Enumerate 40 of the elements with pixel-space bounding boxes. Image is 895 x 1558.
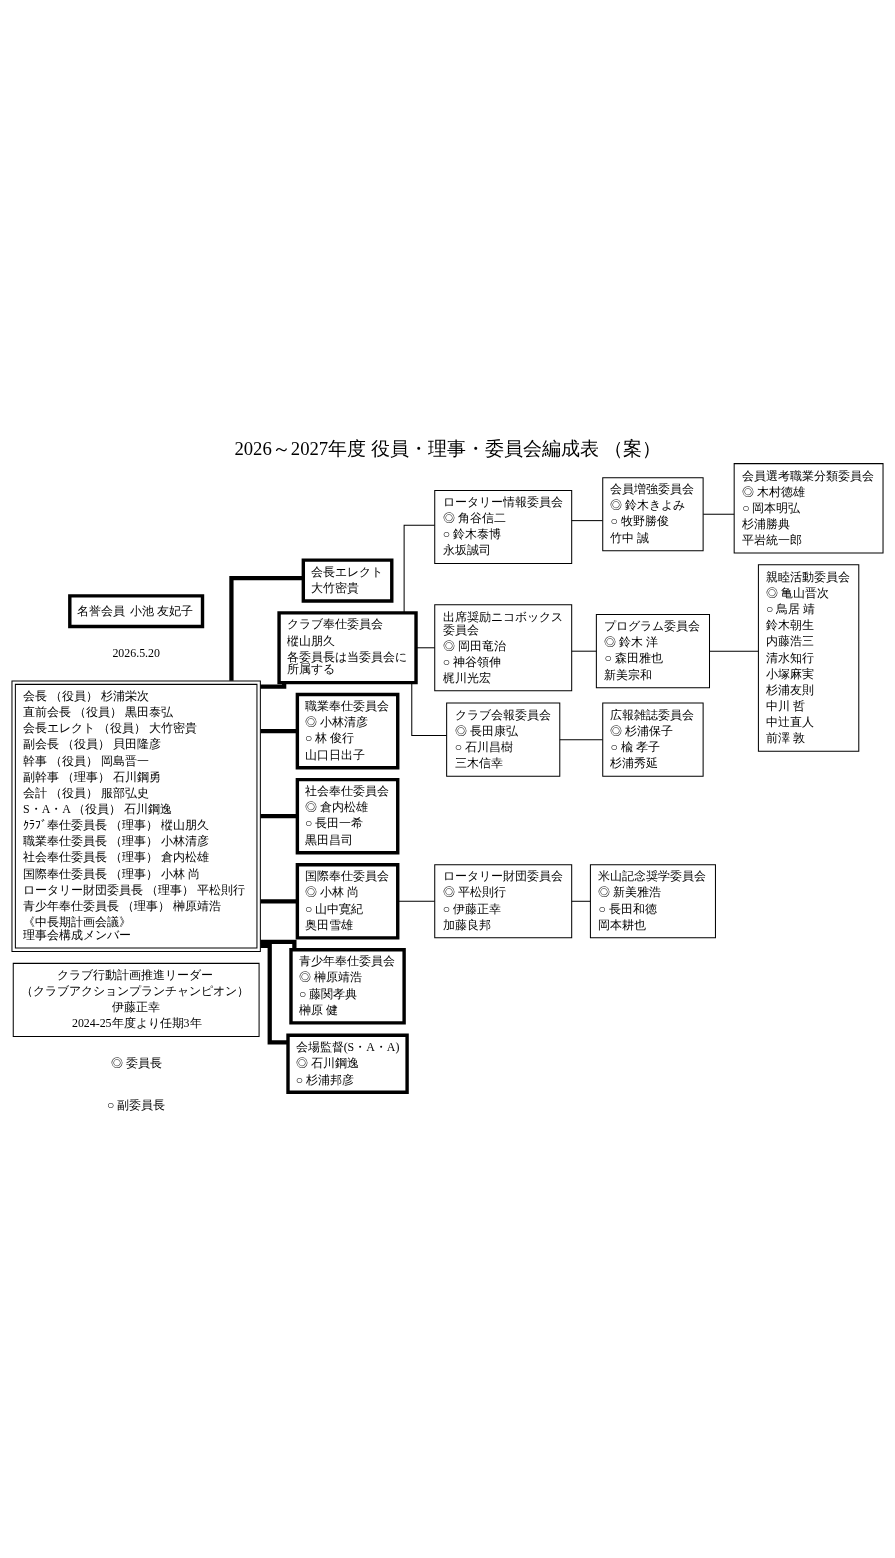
connector bbox=[559, 739, 604, 741]
node-box: 国際奉仕委員会 ◎ 小林 尚 ○ 山中寛紀 奥田雪雄 bbox=[295, 863, 400, 940]
connector bbox=[571, 900, 591, 902]
connector bbox=[260, 814, 298, 819]
connector bbox=[571, 650, 597, 652]
node-box: クラブ会報委員会 ◎ 長田康弘 ○ 石川昌樹 三木信幸 bbox=[446, 702, 561, 777]
connector bbox=[260, 899, 298, 904]
node-box: 社会奉仕委員会 ◎ 倉内松雄 ○ 長田一希 黒田昌司 bbox=[295, 777, 400, 855]
node-box: ロータリー情報委員会 ◎ 角谷信二 ○ 鈴木泰博 永坂誠司 bbox=[434, 489, 573, 565]
node-box: 会長エレクト 大竹密貴 bbox=[301, 558, 394, 603]
label: ◎ 委員長 bbox=[110, 1055, 162, 1070]
connector bbox=[260, 943, 288, 1045]
connector bbox=[709, 650, 759, 652]
node-box: ロータリー財団委員会 ◎ 平松則行 ○ 伊藤正幸 加藤良邦 bbox=[434, 864, 573, 939]
node-box: 会場監督(S・A・A) ◎ 石川鋼逸 ○ 杉浦邦彦 bbox=[286, 1033, 409, 1094]
node-box: プログラム委員会 ◎ 鈴木 洋 ○ 森田雅也 新美宗和 bbox=[595, 614, 710, 689]
connector bbox=[260, 682, 287, 689]
diagram-title: 2026～2027年度 役員・理事・委員会編成表 （案） bbox=[234, 437, 661, 459]
connector bbox=[411, 682, 448, 736]
node-box: 会員選考職業分類委員会 ◎ 木村徳雄 ○ 岡本明弘 杉浦勝典 平岩統一郎 bbox=[733, 463, 884, 554]
connector bbox=[397, 900, 436, 902]
node-box: 名誉会員 小池 友妃子 bbox=[68, 594, 205, 629]
node-box: 広報雑誌委員会 ◎ 杉浦保子 ○ 楡 孝子 杉浦秀延 bbox=[602, 702, 704, 777]
node-box: 米山記念奨学委員会 ◎ 新美雅浩 ○ 長田和徳 岡本耕也 bbox=[589, 864, 716, 939]
connector bbox=[702, 513, 735, 515]
node-box: 職業奉仕委員会 ◎ 小林清彦 ○ 林 俊行 山口日出子 bbox=[295, 692, 400, 770]
node-box: クラブ奉仕委員会 樅山朋久 各委員長は当委員会に所属する bbox=[277, 611, 418, 685]
label: ○ 副委員長 bbox=[107, 1098, 166, 1113]
node-box: クラブ行動計画推進リーダー （クラブアクションプランチャンピオン） 伊藤正幸 2024-25年度より任期3年 bbox=[12, 962, 260, 1038]
connector bbox=[403, 524, 436, 614]
connector bbox=[415, 647, 436, 649]
node-box: 青少年奉仕委員会 ◎ 榊原靖浩 ○ 藤関孝典 榊原 健 bbox=[289, 948, 406, 1025]
connector bbox=[229, 575, 303, 681]
connector bbox=[260, 939, 297, 950]
node-box: 会員増強委員会 ◎ 鈴木きよみ ○ 牧野勝俊 竹中 誠 bbox=[602, 477, 704, 552]
node-box: 親睦活動委員会 ◎ 亀山晋次 ○ 鳥居 靖 鈴木朝生 内藤浩三 清水知行 小塚麻実 杉浦友則 中川 哲 中辻直人 前澤 敦 bbox=[757, 564, 860, 752]
label: 2026.5.20 bbox=[112, 645, 160, 660]
connector bbox=[571, 520, 604, 522]
node-box: 出席奨励ニコボックス委員会 ◎ 岡田竜治 ○ 神谷領伸 梶川光宏 bbox=[434, 604, 573, 692]
connector bbox=[260, 729, 298, 734]
